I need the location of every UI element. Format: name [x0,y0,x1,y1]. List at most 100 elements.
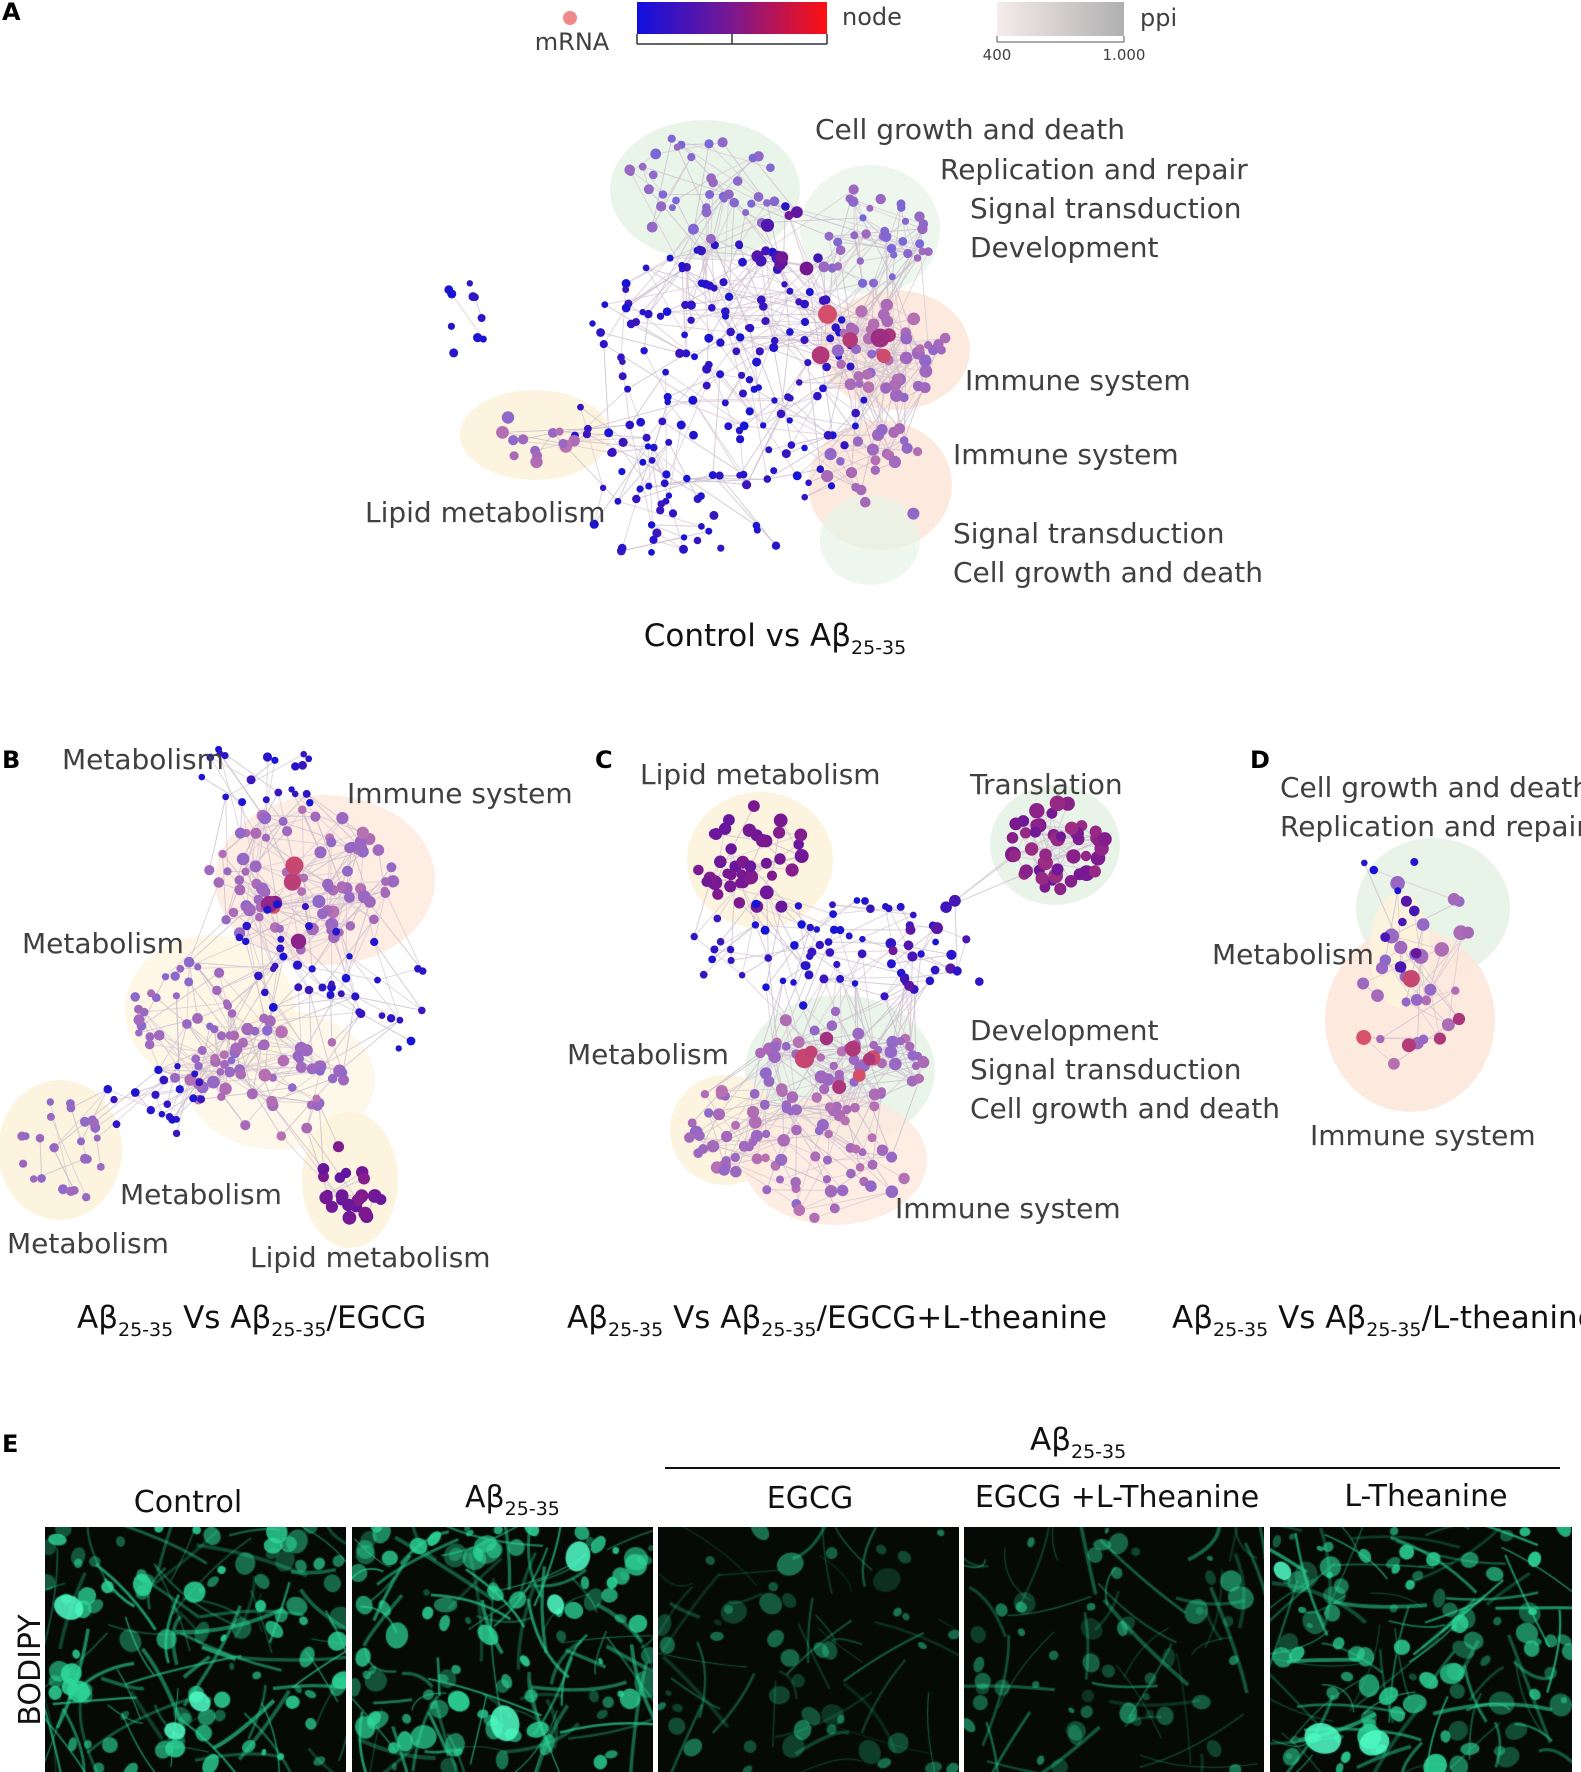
network-node [660,479,669,488]
network-node [888,379,902,392]
network-node [246,775,256,785]
network-node [195,1078,204,1087]
network-node [146,1106,155,1115]
network-node [794,902,803,910]
network-node [898,237,908,246]
network-node [831,323,840,332]
network-node [676,420,686,430]
network-node [645,482,653,490]
network-node [77,1137,85,1146]
network-node [896,199,906,209]
network-node [702,203,711,212]
network-node [325,1200,338,1213]
network-node [751,921,760,929]
network-node [876,424,888,436]
network-node [300,1044,313,1057]
network-node [29,1175,38,1183]
network-node [751,899,761,909]
network-node [747,199,756,208]
module-label: Immune system [953,438,1179,471]
network-node [701,876,713,887]
mrna-legend-dot [563,11,577,25]
network-node [708,955,717,964]
network-node [246,1088,258,1100]
network-node [907,507,920,520]
network-node [781,1041,791,1051]
network-node [794,849,809,863]
network-node [876,1144,889,1156]
network-node [312,1094,321,1103]
network-node [827,482,836,490]
network-node [858,278,868,288]
network-node [913,254,922,262]
network-node [218,849,227,859]
network-node [800,961,810,970]
panel-c-network [684,795,1112,1224]
network-node [214,967,225,979]
network-node [1035,871,1049,885]
network-node [1394,887,1402,895]
network-node [694,1130,705,1142]
mrna-legend-label: mRNA [535,28,610,56]
network-node [831,344,845,357]
network-node [112,1120,121,1129]
network-node [748,1115,762,1129]
network-node [338,1074,349,1086]
network-node [870,455,881,466]
network-node [306,799,314,807]
network-node [718,1164,730,1176]
network-node [1020,827,1032,839]
module-label: Replication and repair [940,153,1248,186]
network-node [264,1015,276,1027]
network-node [829,1203,840,1214]
network-node [1433,1032,1446,1045]
network-node [367,1189,382,1203]
network-node [35,1133,45,1143]
network-node [279,952,288,961]
network-node [418,1006,426,1015]
network-node [649,170,658,180]
network-node [855,305,868,318]
network-node [727,956,735,965]
network-node [851,1144,861,1154]
network-node [736,333,745,342]
panel-e-letter: E [2,1430,18,1458]
network-node [217,1092,226,1102]
network-node [644,309,653,319]
network-node [662,307,672,317]
network-node [764,954,772,962]
network-node [786,328,794,336]
network-node [819,1084,830,1095]
network-node [1361,859,1368,867]
network-node [836,974,845,983]
network-node [742,823,757,837]
column-label-control: Control [134,1485,242,1520]
network-node [358,1172,370,1185]
network-node [194,1061,203,1071]
network-node [341,973,351,983]
network-node [302,789,311,798]
network-node [708,471,717,480]
network-node [1088,865,1101,878]
network-node [1080,850,1092,862]
network-node [721,1130,733,1143]
network-node [684,1132,695,1143]
network-node [850,231,859,240]
network-node [273,900,282,909]
network-node [881,231,892,242]
network-node [624,164,635,176]
network-node [715,1085,728,1098]
network-node [1424,983,1437,996]
network-node [338,1068,348,1077]
network-node [759,302,768,311]
network-node [781,449,791,459]
network-node [698,523,705,530]
network-node [791,1124,802,1136]
network-node [913,447,923,457]
network-node [833,237,843,247]
network-node [762,1185,772,1195]
ppi-min-label: 400 [983,46,1012,64]
network-node [766,163,775,172]
network-node [212,985,222,996]
network-node [888,426,900,438]
